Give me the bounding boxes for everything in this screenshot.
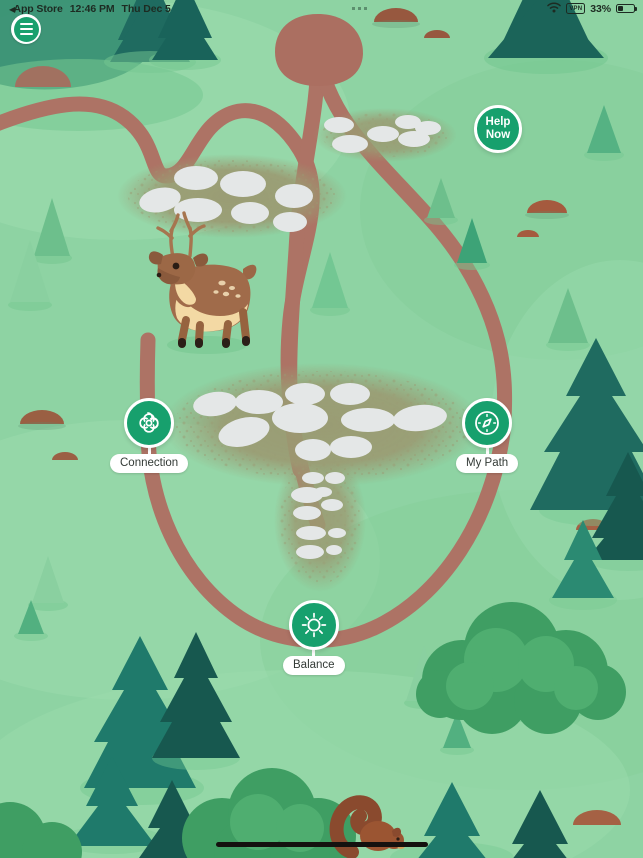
status-bar-left: ◀ App Store 12:46 PM Thu Dec 5 bbox=[0, 3, 171, 15]
map-node-my-path[interactable]: My Path bbox=[456, 398, 519, 473]
node-stem bbox=[485, 442, 489, 456]
ellipsis-dots-icon bbox=[171, 7, 548, 10]
status-bar: ◀ App Store 12:46 PM Thu Dec 5 VPN 33% bbox=[0, 0, 643, 17]
status-bar-right: VPN 33% bbox=[547, 2, 643, 16]
my-path-label: My Path bbox=[456, 454, 519, 473]
status-date: Thu Dec 5 bbox=[121, 2, 171, 15]
help-now-button[interactable]: Help Now bbox=[474, 105, 522, 153]
help-now-line1: Help bbox=[485, 116, 511, 128]
flower-icon bbox=[135, 409, 163, 437]
battery-icon bbox=[616, 3, 637, 14]
vpn-badge: VPN bbox=[566, 3, 586, 14]
hamburger-menu-button[interactable] bbox=[11, 14, 41, 44]
connection-disc[interactable] bbox=[124, 398, 175, 448]
home-indicator[interactable] bbox=[215, 842, 428, 847]
compass-icon bbox=[473, 409, 501, 437]
connection-label: Connection bbox=[110, 454, 189, 473]
sun-icon bbox=[300, 611, 328, 639]
node-stem bbox=[312, 644, 316, 658]
help-now-line2: Now bbox=[485, 129, 511, 141]
back-app-label: App Store bbox=[13, 2, 63, 15]
hamburger-icon bbox=[13, 16, 39, 42]
my-path-disc[interactable] bbox=[462, 398, 513, 448]
map-node-balance[interactable]: Balance bbox=[283, 600, 345, 675]
status-time: 12:46 PM bbox=[69, 2, 115, 15]
wifi-icon bbox=[547, 2, 562, 16]
map-node-connection[interactable]: Connection bbox=[110, 398, 189, 473]
node-stem bbox=[147, 442, 151, 456]
battery-percent-label: 33% bbox=[590, 2, 611, 15]
balance-label: Balance bbox=[283, 656, 345, 675]
balance-disc[interactable] bbox=[288, 600, 339, 650]
deer-illustration bbox=[148, 211, 257, 354]
back-to-app-button[interactable]: ◀ App Store bbox=[9, 3, 63, 15]
